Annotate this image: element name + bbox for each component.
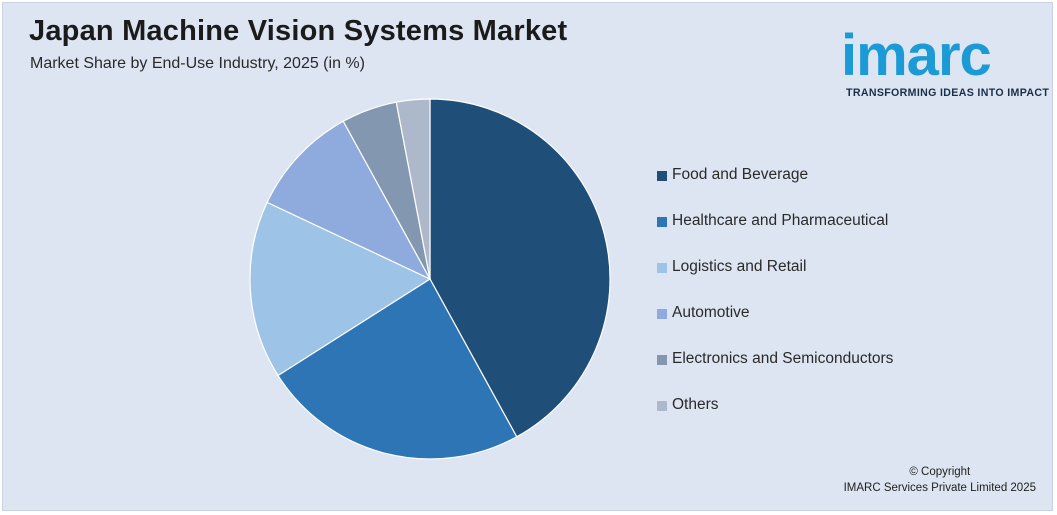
chart-subtitle: Market Share by End-Use Industry, 2025 (…: [30, 55, 365, 72]
legend-label: Logistics and Retail: [672, 258, 807, 275]
logo-wordmark: imarc: [841, 23, 992, 88]
pie-slice-automotive: [266, 120, 432, 281]
pie-slice-logistics-and-retail: [249, 201, 432, 377]
legend-label: Healthcare and Pharmaceutical: [672, 212, 889, 229]
legend-swatch: [657, 217, 667, 227]
copyright-line-2: IMARC Services Private Limited 2025: [843, 482, 1036, 494]
pie-chart: [249, 98, 611, 460]
logo-tagline: TRANSFORMING IDEAS INTO IMPACT: [846, 87, 1050, 99]
legend-swatch: [657, 263, 667, 273]
pie-slice-healthcare-and-pharmaceutical: [277, 278, 518, 460]
legend-swatch: [657, 309, 667, 319]
pie-slice-food-and-beverage: [429, 98, 611, 438]
legend-label: Food and Beverage: [672, 166, 809, 183]
pie-slice-others: [395, 98, 431, 280]
legend-swatch: [657, 171, 667, 181]
legend-label: Electronics and Semiconductors: [672, 350, 894, 367]
imarc-logo: imarc TRANSFORMING IDEAS INTO IMPACT: [841, 13, 1050, 103]
legend-swatch: [657, 401, 667, 411]
legend-swatch: [657, 355, 667, 365]
legend-label: Others: [672, 396, 719, 413]
copyright-notice: © Copyright IMARC Services Private Limit…: [844, 464, 1036, 496]
copyright-line-1: © Copyright: [909, 466, 971, 478]
legend-label: Automotive: [672, 304, 750, 321]
chart-title: Japan Machine Vision Systems Market: [29, 15, 568, 47]
